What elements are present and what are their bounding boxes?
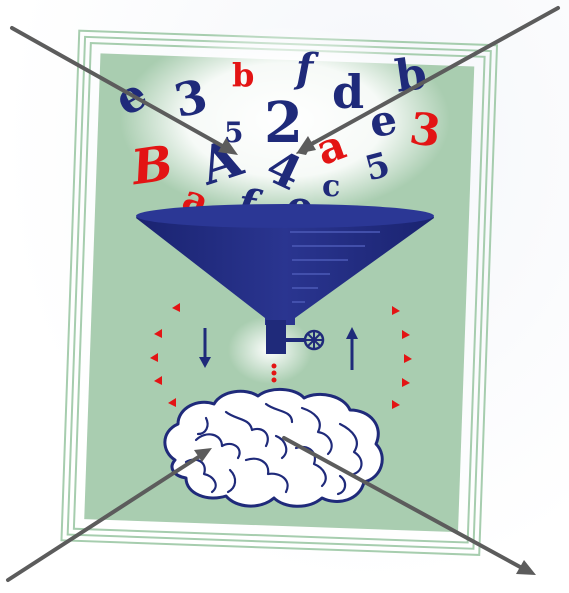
up-arrow-icon xyxy=(346,327,358,370)
funnel-stripes xyxy=(290,231,380,303)
right-indicator-triangles xyxy=(392,306,412,409)
arrow-top-left-icon xyxy=(10,26,238,155)
funnel-rim xyxy=(136,204,434,228)
left-indicator-triangles xyxy=(150,303,180,407)
brain-outline xyxy=(163,388,384,508)
glyph-d-top: d xyxy=(332,65,364,119)
arrow-bottom-left-icon xyxy=(6,448,212,582)
funnel-spout xyxy=(266,320,286,354)
glyph-b-top-right: b xyxy=(392,48,430,103)
funnel xyxy=(136,204,434,383)
arrow-top-right-icon xyxy=(296,6,560,155)
funnel-body xyxy=(136,206,434,325)
valve-wheel-icon xyxy=(303,329,325,351)
drip-dots xyxy=(271,363,277,383)
glyph-2-center: 2 xyxy=(264,90,303,156)
brain-icon xyxy=(163,388,384,508)
glyph-b-red-top: b xyxy=(232,56,254,94)
glyph-5-small-left: 5 xyxy=(224,116,243,149)
glyph-B-red-left: B xyxy=(126,135,176,196)
glyph-3-red-right: 3 xyxy=(407,103,444,158)
glyph-c-bottom: c xyxy=(322,169,340,204)
brain-folds xyxy=(184,402,363,496)
arrow-bottom-right-icon xyxy=(282,436,536,575)
crossed-out-arrows xyxy=(6,6,560,582)
top-glow xyxy=(120,25,450,215)
down-arrow-icon xyxy=(199,328,211,368)
